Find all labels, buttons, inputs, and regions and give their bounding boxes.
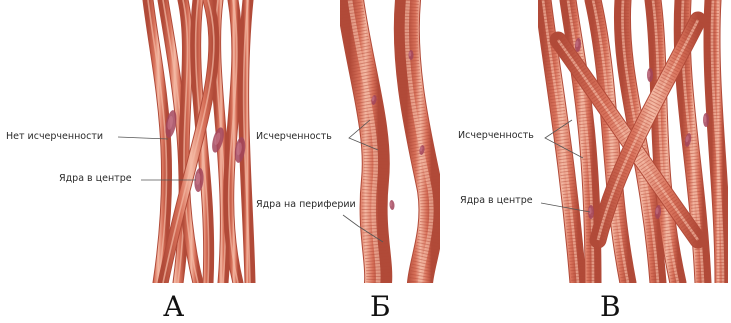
panel-b-skeletal-muscle xyxy=(340,0,440,283)
skeletal-muscle-illustration xyxy=(340,0,440,283)
smooth-muscle-illustration xyxy=(138,0,258,283)
label-no-striation: Нет исчерченности xyxy=(6,131,103,142)
label-striation-b: Исчерченность xyxy=(256,131,332,142)
panel-letter-c: В xyxy=(600,290,621,323)
panel-letter-b: Б xyxy=(370,290,391,323)
panel-a-smooth-muscle xyxy=(138,0,258,283)
panel-c-cardiac-muscle xyxy=(538,0,728,283)
panel-letter-a: А xyxy=(163,290,184,323)
cardiac-muscle-illustration xyxy=(538,0,728,283)
nucleus-c-4-center xyxy=(589,208,592,215)
label-peripheral-nuclei: Ядра на периферии xyxy=(256,199,356,210)
nucleus-c-2-center xyxy=(648,71,651,78)
nucleus-b-4-center xyxy=(409,52,412,57)
label-striation-c: Исчерченность xyxy=(458,130,534,141)
label-central-nuclei-a: Ядра в центре xyxy=(59,173,132,184)
nucleus-c-6-center xyxy=(704,116,707,123)
label-central-nuclei-c: Ядра в центре xyxy=(460,195,533,206)
